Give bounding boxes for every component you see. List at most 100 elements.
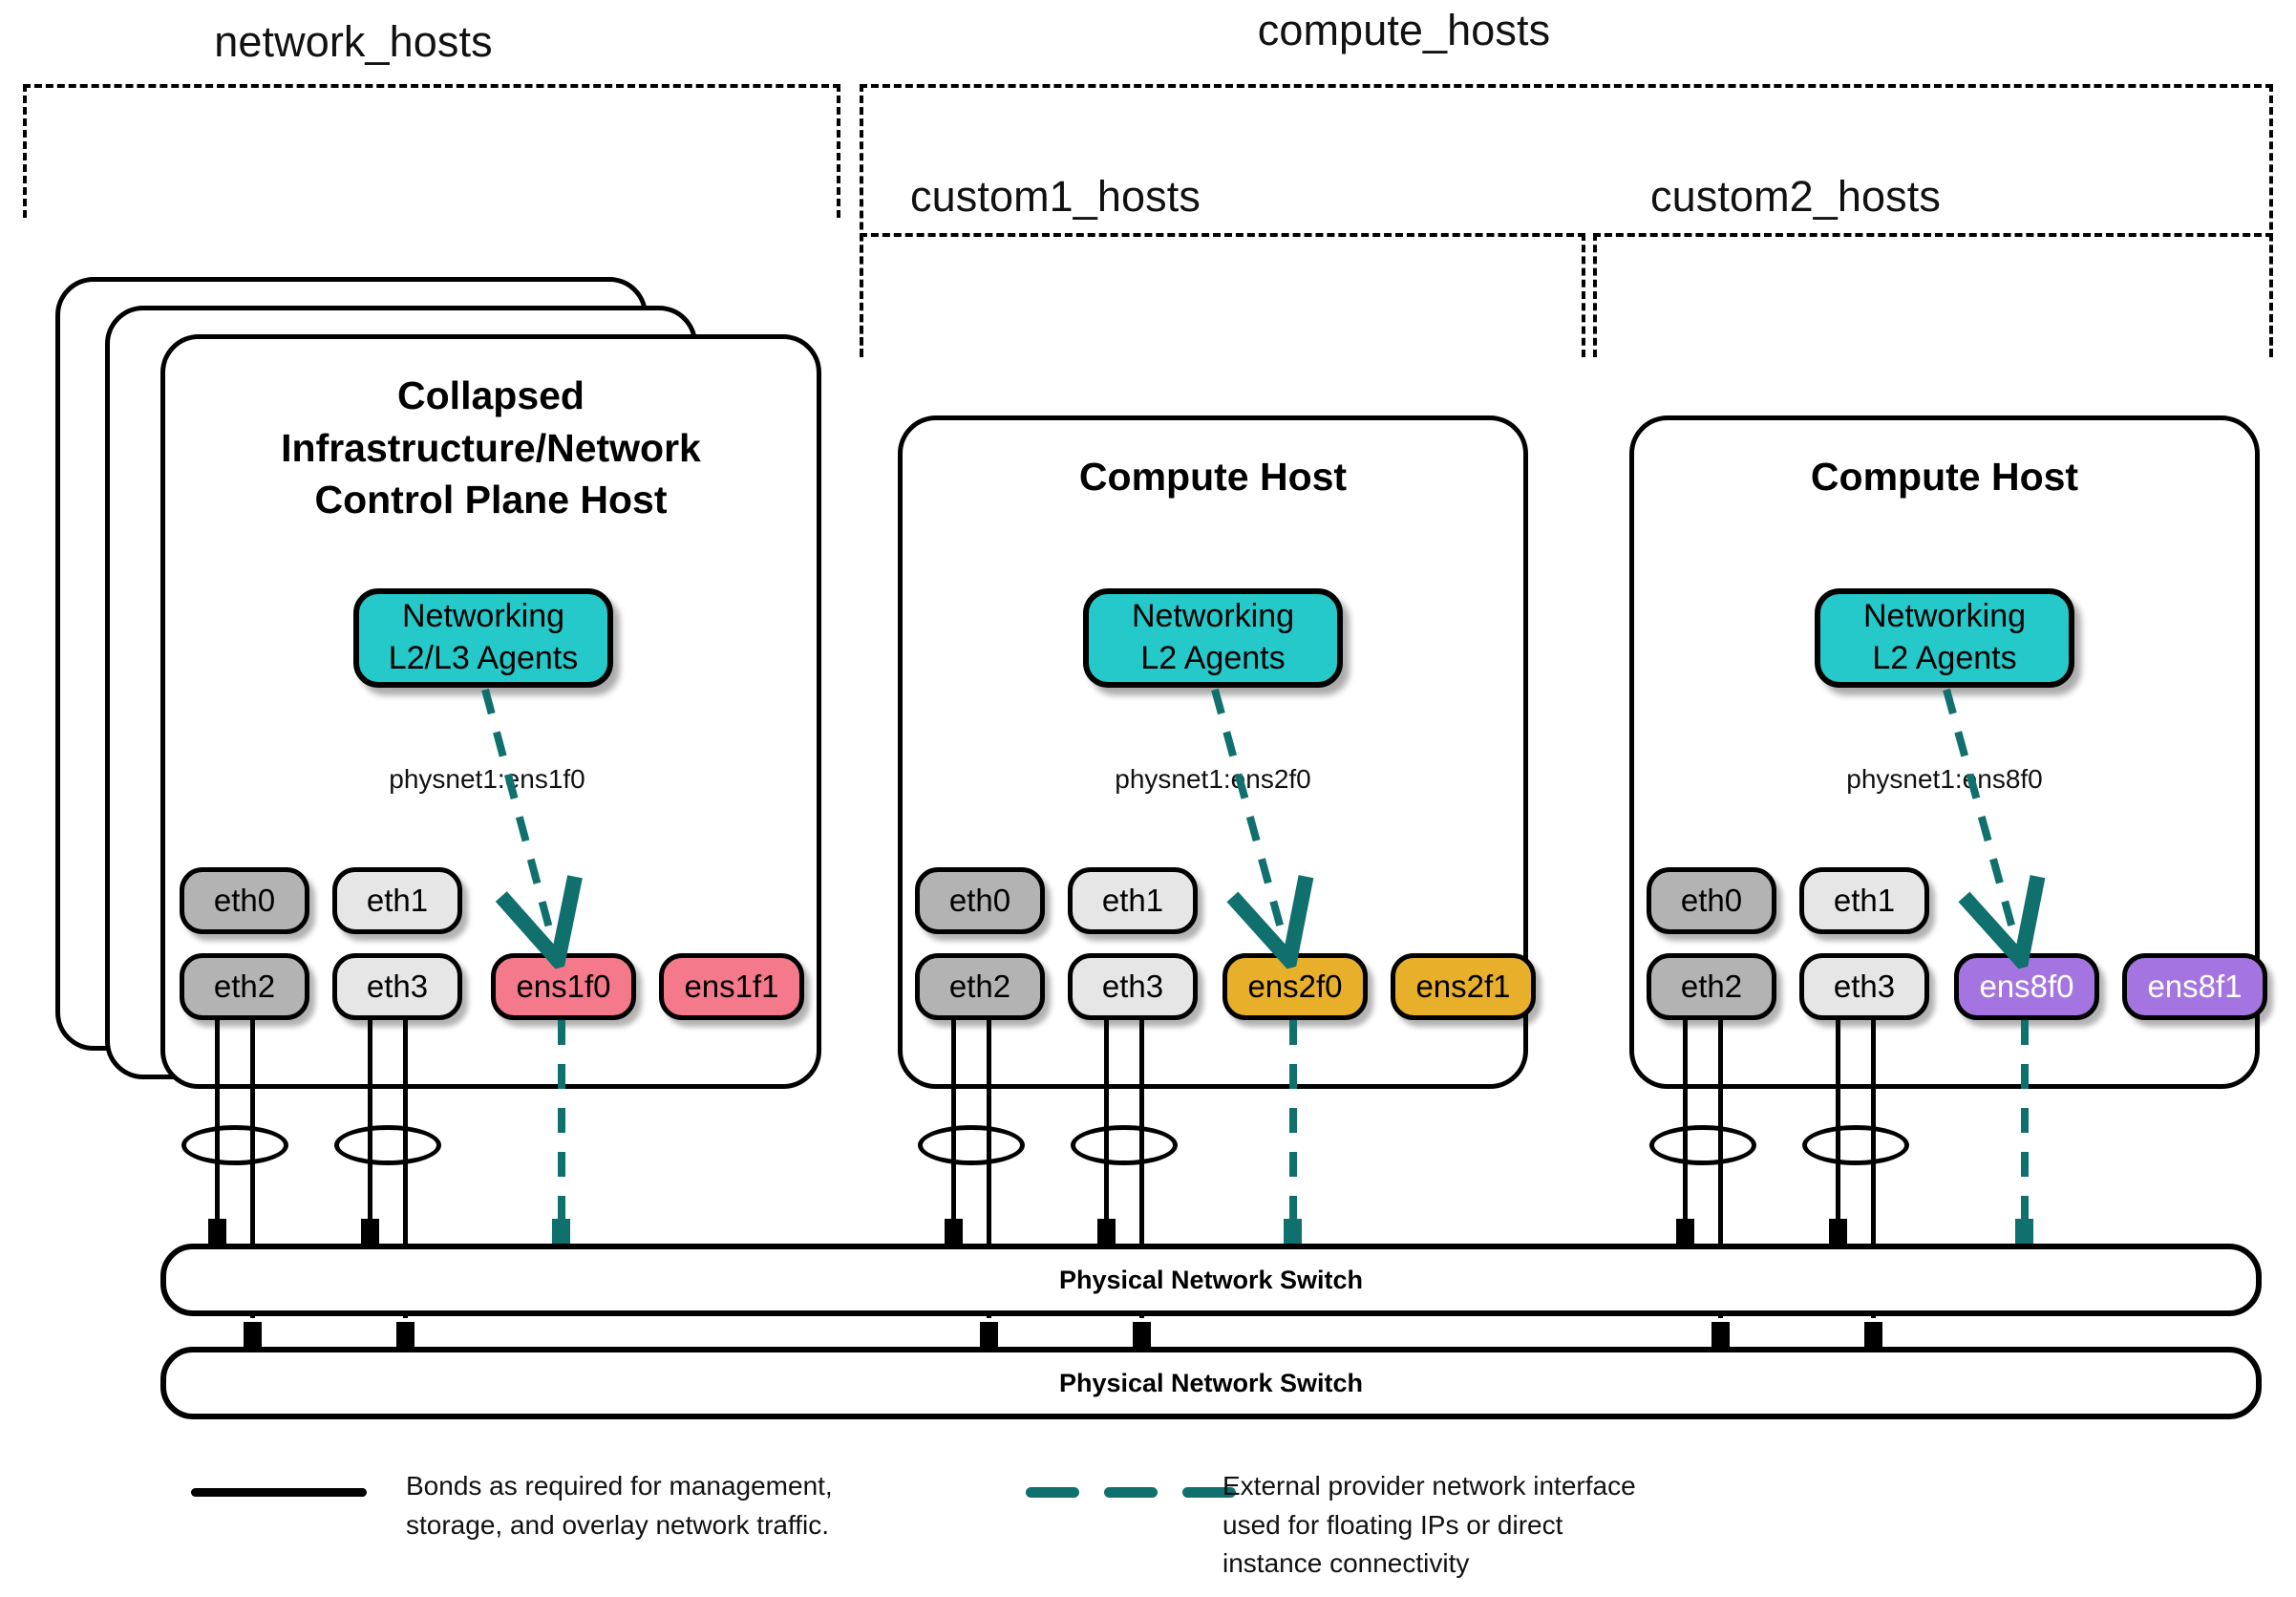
switch-port: [396, 1322, 415, 1351]
legend-line-text: instance connectivity: [1222, 1548, 1470, 1579]
bond-group-indicator: [918, 1125, 1025, 1165]
nic-pill[interactable]: eth2: [915, 953, 1045, 1020]
agent-label-line: Networking: [401, 598, 565, 635]
nic-label: eth1: [1833, 883, 1896, 918]
nic-pill[interactable]: eth1: [1068, 867, 1198, 934]
nic-label: ens8f1: [2147, 969, 2243, 1004]
switch-port: [1711, 1322, 1730, 1351]
bond-wire: [951, 965, 956, 1242]
agent-label-line: L2 Agents: [1872, 640, 2017, 676]
nic-pill[interactable]: eth3: [1799, 953, 1929, 1020]
switch-port: [1829, 1219, 1847, 1247]
group-label-network-hosts: network_hosts: [214, 17, 493, 66]
nic-label: eth1: [366, 883, 429, 918]
bond-group-indicator: [334, 1125, 441, 1165]
nic-label: eth3: [1101, 969, 1164, 1004]
switch-port: [1864, 1322, 1882, 1351]
physnet-mapping-host1: physnet1:ens1f0: [389, 764, 585, 794]
agent-label-line: L2 Agents: [1140, 640, 1286, 676]
agent-label-line: Networking: [1862, 598, 2027, 635]
group-label-custom1-hosts: custom1_hosts: [910, 172, 1201, 221]
agent-box-l2l3[interactable]: Networking L2/L3 Agents: [353, 588, 613, 688]
host-title-compute-2: Compute Host: [1634, 451, 2255, 503]
nic-pill[interactable]: eth0: [915, 867, 1045, 934]
agent-box-l2-host3[interactable]: Networking L2 Agents: [1815, 588, 2074, 688]
provider-switch-port: [2015, 1219, 2033, 1247]
nic-label: eth3: [366, 969, 429, 1004]
provider-switch-port: [1284, 1219, 1302, 1247]
legend-swatch-dashed-2: [1104, 1487, 1158, 1498]
nic-pill[interactable]: ens2f0: [1222, 953, 1368, 1020]
switch-port: [1097, 1219, 1116, 1247]
nic-label: eth1: [1101, 883, 1164, 918]
provider-switch-port: [552, 1219, 570, 1247]
switch-port: [980, 1322, 998, 1351]
nic-pill[interactable]: ens1f0: [491, 953, 636, 1020]
bond-group-indicator: [1802, 1125, 1909, 1165]
nic-pill[interactable]: ens1f1: [659, 953, 804, 1020]
nic-label: eth3: [1833, 969, 1896, 1004]
group-box-compute-hosts: [860, 84, 2273, 356]
nic-label: eth0: [1680, 883, 1743, 918]
physical-network-switch-top[interactable]: Physical Network Switch: [160, 1244, 2262, 1316]
group-label-compute-hosts: compute_hosts: [1257, 6, 1551, 54]
switch-port: [361, 1219, 379, 1247]
nic-pill[interactable]: ens2f1: [1391, 953, 1536, 1020]
nic-pill[interactable]: eth2: [180, 953, 309, 1020]
legend-line-text: used for floating IPs or direct: [1222, 1509, 1563, 1540]
nic-label: ens2f1: [1415, 969, 1511, 1004]
physnet-mapping-host2: physnet1:ens2f0: [1115, 764, 1311, 794]
nic-label: eth0: [948, 883, 1011, 918]
bond-group-indicator: [1649, 1125, 1756, 1165]
bond-group-indicator: [181, 1125, 288, 1165]
switch-label: Physical Network Switch: [1058, 1368, 1364, 1397]
bond-wire: [1104, 965, 1109, 1242]
bond-wire: [215, 965, 220, 1242]
nic-pill[interactable]: eth1: [1799, 867, 1929, 934]
physical-network-switch-bottom[interactable]: Physical Network Switch: [160, 1347, 2262, 1419]
switch-port: [208, 1219, 226, 1247]
bond-wire: [1683, 965, 1688, 1242]
host-title-line: Infrastructure/Network: [281, 425, 701, 470]
legend-swatch-solid: [191, 1488, 367, 1497]
group-box-network-hosts: [23, 84, 840, 218]
nic-pill[interactable]: ens8f1: [2122, 953, 2267, 1020]
nic-pill[interactable]: eth0: [1647, 867, 1776, 934]
nic-pill[interactable]: eth0: [180, 867, 309, 934]
nic-label: eth2: [1680, 969, 1743, 1004]
physnet-mapping-host3: physnet1:ens8f0: [1846, 764, 2043, 794]
bond-wire: [368, 965, 372, 1242]
switch-port: [1676, 1219, 1694, 1247]
legend-text-provider: External provider network interface used…: [1222, 1467, 1757, 1584]
legend-swatch-dashed-3: [1182, 1487, 1236, 1498]
host-title-control-plane: Collapsed Infrastructure/Network Control…: [165, 370, 817, 526]
nic-pill[interactable]: ens8f0: [1954, 953, 2099, 1020]
nic-pill[interactable]: eth2: [1647, 953, 1776, 1020]
host-title-compute-1: Compute Host: [903, 451, 1523, 503]
switch-label: Physical Network Switch: [1058, 1265, 1364, 1294]
host-title-line: Compute Host: [1810, 455, 2079, 499]
host-title-line: Control Plane Host: [314, 478, 668, 522]
nic-pill[interactable]: eth3: [1068, 953, 1198, 1020]
host-title-line: Compute Host: [1078, 455, 1348, 499]
switch-port: [1133, 1322, 1151, 1351]
group-box-custom1-hosts: [860, 233, 1585, 357]
legend-line-text: storage, and overlay network traffic.: [406, 1509, 830, 1540]
nic-label: eth2: [213, 969, 276, 1004]
group-label-custom2-hosts: custom2_hosts: [1650, 172, 1941, 221]
bond-group-indicator: [1071, 1125, 1178, 1165]
host-title-line: Collapsed: [397, 373, 585, 417]
legend-line-text: Bonds as required for management,: [406, 1471, 833, 1501]
agent-box-l2-host2[interactable]: Networking L2 Agents: [1083, 588, 1343, 688]
nic-pill[interactable]: eth3: [332, 953, 462, 1020]
nic-label: eth0: [213, 883, 276, 918]
nic-label: ens1f0: [516, 969, 611, 1004]
nic-label: ens2f0: [1247, 969, 1343, 1004]
agent-label-line: L2/L3 Agents: [388, 640, 579, 676]
nic-label: ens1f1: [684, 969, 779, 1004]
nic-pill[interactable]: eth1: [332, 867, 462, 934]
nic-label: ens8f0: [1979, 969, 2074, 1004]
agent-label-line: Networking: [1131, 598, 1295, 635]
legend-swatch-dashed-1: [1026, 1487, 1079, 1498]
